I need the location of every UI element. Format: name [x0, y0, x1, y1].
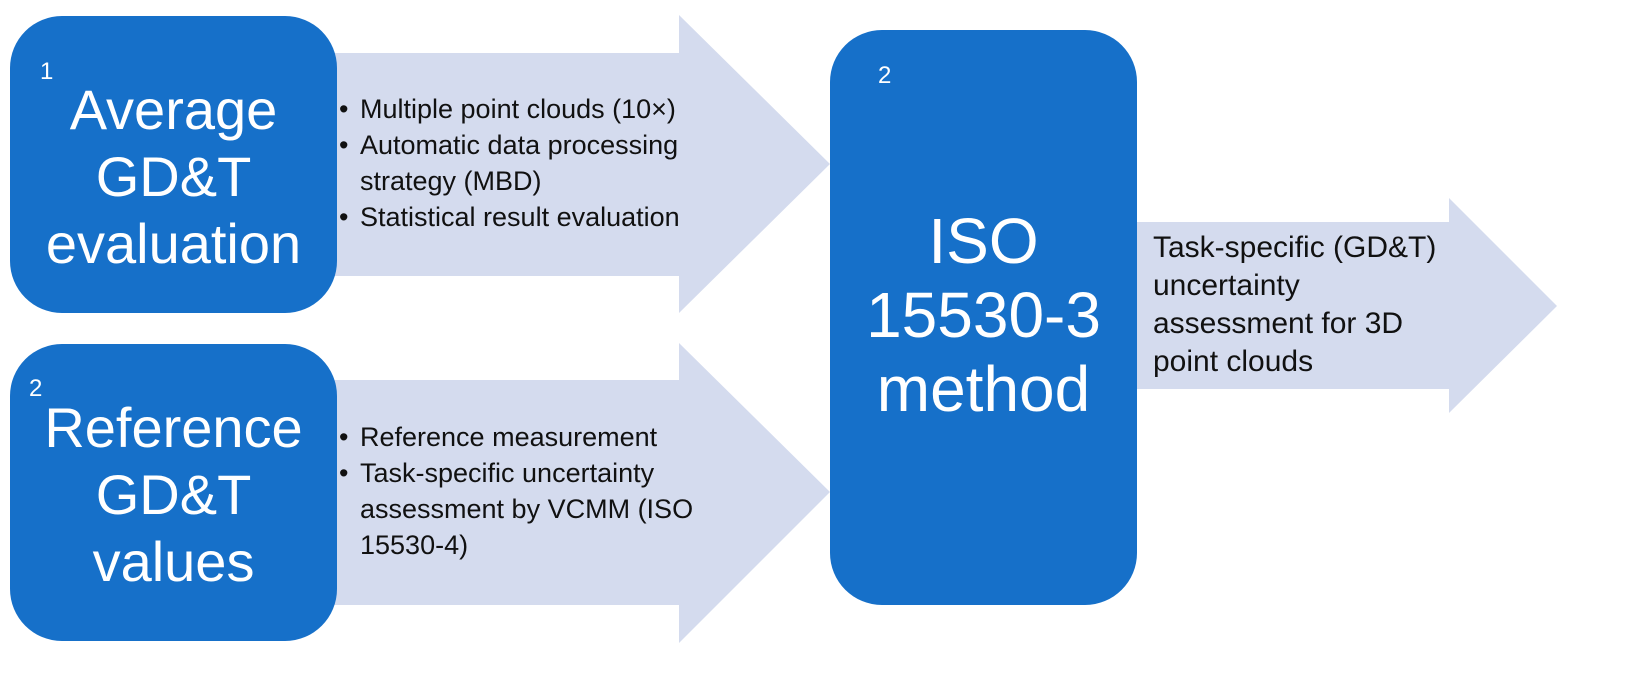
step-number: 2: [29, 375, 43, 402]
iso-15530-3-method-box: 2 ISO 15530-3 method: [830, 30, 1137, 605]
box-title: Reference GD&T values: [44, 396, 303, 593]
average-gdt-evaluation-box: 1 Average GD&T evaluation: [10, 16, 337, 313]
arrow-output: [1132, 198, 1557, 413]
box-title: Average GD&T evaluation: [45, 78, 302, 275]
reference-gdt-values-box: 2 Reference GD&T values: [10, 344, 337, 641]
step-number: 1: [40, 58, 54, 85]
output-arrow-text: Task-specific (GD&T) uncertainty assessm…: [1153, 231, 1437, 378]
bullet-item: Automatic data processing strategy (MBD): [339, 127, 699, 199]
bullet-item: Statistical result evaluation: [339, 199, 699, 235]
box-title: ISO 15530-3 method: [866, 205, 1101, 425]
step-number: 2: [878, 62, 892, 89]
bullet-item: Task-specific uncertainty assessment by …: [339, 455, 699, 563]
reference-arrow-bullet-list: Reference measurement Task-specific unce…: [339, 419, 699, 563]
bullet-item: Multiple point clouds (10×): [339, 91, 699, 127]
average-arrow-bullet-list: Multiple point clouds (10×) Automatic da…: [339, 91, 699, 235]
bullet-item: Reference measurement: [339, 419, 699, 455]
